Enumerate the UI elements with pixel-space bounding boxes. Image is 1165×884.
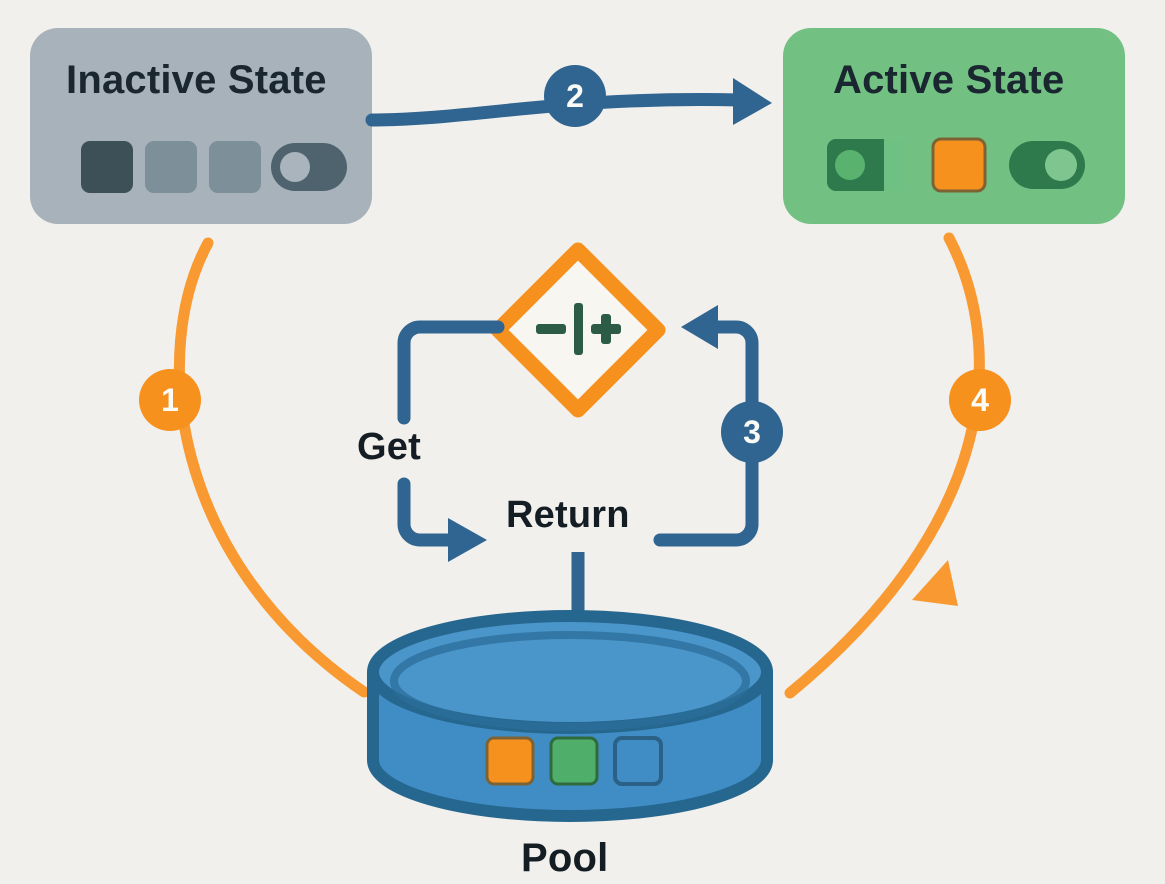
pool-item-orange xyxy=(485,736,535,786)
inactive-chip-square-mid-1 xyxy=(145,141,197,193)
badge-2[interactable]: 2 xyxy=(544,65,606,127)
edge-inactive-to-active[interactable] xyxy=(365,78,772,127)
badge-3-label: 3 xyxy=(743,414,761,450)
active-chip-toggle-on xyxy=(1009,141,1085,189)
decision-plus-icon xyxy=(591,314,621,344)
active-chip-square-orange xyxy=(931,137,987,193)
decision-bar-icon xyxy=(574,303,583,355)
edge-active-to-pool[interactable] xyxy=(784,232,985,699)
badge-4[interactable]: 4 xyxy=(949,369,1011,431)
node-pool[interactable] xyxy=(367,610,773,822)
pool-item-green xyxy=(549,736,599,786)
badge-2-label: 2 xyxy=(566,78,584,114)
node-inactive-state[interactable] xyxy=(30,28,372,224)
node-decision-diamond[interactable] xyxy=(490,242,666,418)
decision-minus-icon xyxy=(536,324,566,334)
inactive-chip-square-mid-2 xyxy=(209,141,261,193)
inactive-chip-square-dark xyxy=(81,141,133,193)
edge-get[interactable] xyxy=(397,320,505,562)
pool-item-empty xyxy=(613,736,663,786)
inactive-state-box xyxy=(30,28,372,224)
badge-1[interactable]: 1 xyxy=(139,369,201,431)
badge-1-label: 1 xyxy=(161,382,179,418)
node-active-state[interactable] xyxy=(783,28,1125,224)
edge-inactive-to-pool[interactable] xyxy=(174,237,370,698)
active-state-box xyxy=(783,28,1125,224)
active-chip-square-green-split xyxy=(827,139,903,191)
inactive-chip-toggle-off xyxy=(271,143,347,191)
badge-3[interactable]: 3 xyxy=(721,401,783,463)
badge-4-label: 4 xyxy=(971,382,989,418)
